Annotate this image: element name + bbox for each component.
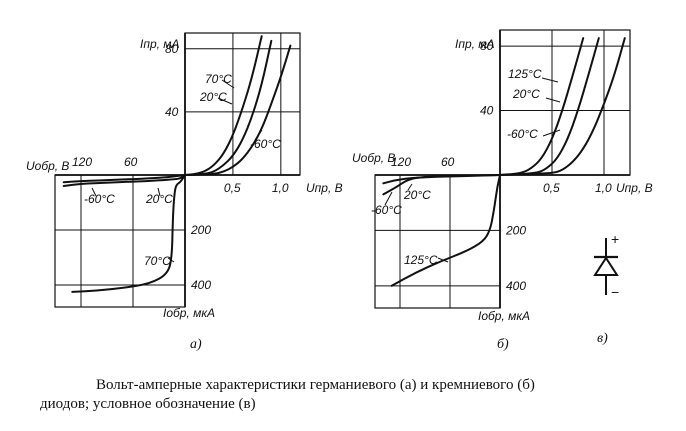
curve-label: 20°С bbox=[199, 90, 227, 104]
tick-label-forward-y: 80 bbox=[480, 39, 494, 53]
tick-label-reverse-x: 60 bbox=[441, 155, 455, 169]
curve-forward-2 bbox=[499, 37, 626, 176]
curve-leader-line bbox=[254, 129, 263, 141]
curve-forward-0 bbox=[184, 35, 263, 176]
diode-plus-sign: + bbox=[611, 231, 619, 247]
curve-label: 70°С bbox=[144, 254, 171, 268]
curve-leader-line bbox=[407, 183, 413, 191]
diode-triangle bbox=[593, 256, 619, 276]
panel-label-v: в) bbox=[597, 331, 608, 346]
curve-leader-line bbox=[437, 257, 449, 263]
diode-minus-sign: − bbox=[611, 284, 619, 300]
curve-forward-1 bbox=[184, 39, 273, 176]
curve-forward-2 bbox=[184, 44, 292, 176]
curve-label: -60°С bbox=[84, 192, 115, 206]
curve-leader-line bbox=[541, 77, 559, 83]
curve-leader-line bbox=[167, 257, 175, 263]
tick-label-forward-x: 1,0 bbox=[272, 181, 289, 195]
curve-leader-line bbox=[217, 97, 233, 105]
diode-symbol: + − в) bbox=[593, 231, 619, 346]
curve-label: 20°С bbox=[512, 87, 540, 101]
forward-frame bbox=[184, 32, 301, 176]
curve-leader-line bbox=[221, 79, 235, 89]
curve-forward-0 bbox=[499, 37, 585, 176]
curve-label: -60°С bbox=[507, 127, 538, 141]
curve-label: -60°С bbox=[250, 137, 281, 151]
tick-label-forward-x: 0,5 bbox=[224, 181, 241, 195]
curve-label: 20°С bbox=[145, 192, 173, 206]
axis-label-forward-voltage: Uпр, В bbox=[616, 181, 653, 195]
tick-label-reverse-y: 200 bbox=[505, 223, 526, 237]
tick-label-reverse-y: 400 bbox=[191, 278, 211, 292]
axis-label-forward-voltage: Uпр, В bbox=[306, 181, 343, 195]
tick-label-forward-x: 0,5 bbox=[543, 181, 560, 195]
caption-line-2: диодов; условное обозначение (в) bbox=[40, 396, 256, 412]
curve-label: 20°С bbox=[403, 188, 431, 202]
chart-a: 0,5 1,0 40 80 60 120 200 400 Iпр, мА Uпр, В Uобр, … bbox=[26, 32, 343, 352]
caption-line-1: Вольт-амперные характеристики германиево… bbox=[96, 377, 535, 393]
tick-label-reverse-x: 120 bbox=[72, 155, 92, 169]
curve-leader-line bbox=[91, 187, 97, 197]
curve-leader-line bbox=[157, 187, 161, 197]
curve-label: 70°С bbox=[205, 72, 232, 86]
curve-reverse-3 bbox=[382, 174, 501, 196]
axis-label-reverse-current: Iобр, мкА bbox=[163, 306, 215, 320]
panel-label: б) bbox=[497, 337, 509, 352]
axis-label-reverse-current: Iобр, мкА bbox=[478, 309, 530, 323]
curve-reverse-4 bbox=[382, 174, 501, 185]
axis-label-reverse-voltage: Uобр, В bbox=[26, 159, 69, 173]
tick-label-forward-y: 40 bbox=[480, 104, 494, 118]
axis-label-reverse-voltage: Uобр, В bbox=[352, 151, 395, 165]
tick-label-reverse-x: 120 bbox=[391, 155, 411, 169]
tick-label-reverse-y: 200 bbox=[190, 223, 211, 237]
curve-reverse-5 bbox=[390, 174, 501, 287]
panel-label: а) bbox=[190, 337, 202, 352]
curve-leader-line bbox=[384, 191, 393, 206]
axis-label-forward-current: Iпр, мА bbox=[140, 37, 180, 51]
tick-label-forward-x: 1,0 bbox=[595, 181, 612, 195]
tick-label-forward-y: 40 bbox=[165, 105, 179, 119]
curve-reverse-4 bbox=[62, 174, 186, 187]
tick-label-reverse-y: 400 bbox=[506, 279, 526, 293]
curve-forward-1 bbox=[499, 37, 600, 176]
axis-label-forward-current: Iпр, мА bbox=[455, 37, 495, 51]
curve-leader-line bbox=[542, 129, 561, 137]
curve-reverse-5 bbox=[71, 174, 186, 293]
figure-caption: Вольт-амперные характеристики германиево… bbox=[40, 376, 670, 414]
curve-label: 125°С bbox=[404, 253, 438, 267]
curve-label: -60°С bbox=[371, 203, 402, 217]
tick-label-forward-y: 80 bbox=[165, 42, 179, 56]
curve-label: 125°С bbox=[508, 67, 542, 81]
curve-leader-line bbox=[545, 97, 561, 103]
chart-b: 0,5 1,0 40 80 60 120 200 400 Iпр, мА Uпр, В Uобр, … bbox=[352, 29, 653, 352]
tick-label-reverse-x: 60 bbox=[124, 155, 138, 169]
curve-reverse-3 bbox=[62, 174, 186, 184]
